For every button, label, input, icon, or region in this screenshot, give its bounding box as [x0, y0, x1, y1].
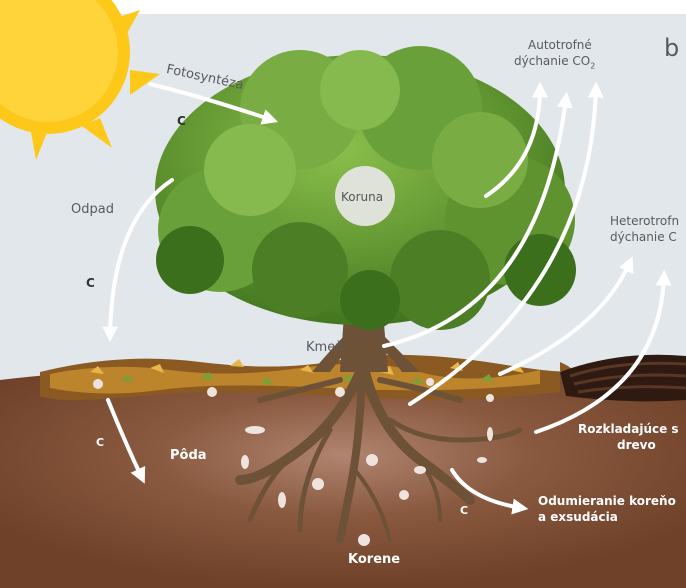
autotrophic-respiration-label-line2: dýchanie CO2: [514, 54, 595, 71]
trunk-label: Kmeň: [306, 340, 343, 356]
heterotrophic-respiration-label-line2: dýchanie C: [610, 230, 677, 244]
carbon-label-upper: C: [177, 114, 186, 128]
decaying-wood-label-line1: Rozkladajúce s: [578, 422, 679, 436]
soil-label: Pôda: [170, 448, 207, 464]
carbon-label-soil: C: [96, 436, 104, 449]
carbon-label-left: C: [86, 276, 95, 290]
co2-subscript: 2: [590, 61, 595, 70]
corner-letter: b: [664, 34, 679, 63]
root-death-label-line2: a exsudácia: [538, 510, 618, 524]
heterotrophic-respiration-label-line1: Heterotrofn: [610, 214, 679, 228]
autotrophic-respiration-text: dýchanie CO: [514, 54, 590, 68]
litter-label: Odpad: [71, 202, 114, 218]
root-death-label-line1: Odumieranie koreňo: [538, 494, 676, 508]
carbon-label-roots: C: [460, 504, 468, 517]
autotrophic-respiration-label-line1: Autotrofné: [528, 38, 592, 52]
decaying-wood-label-line2: drevo: [617, 438, 656, 452]
crown-label: Koruna: [341, 190, 383, 204]
roots-label: Korene: [348, 552, 400, 568]
